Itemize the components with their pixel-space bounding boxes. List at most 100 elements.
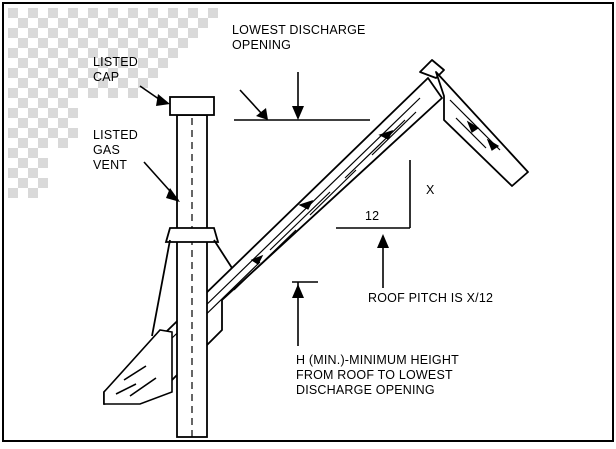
checker-cell <box>18 38 28 48</box>
checker-cell <box>88 68 98 78</box>
checker-pattern <box>8 8 218 198</box>
checker-cell <box>58 138 68 148</box>
checker-cell <box>78 58 88 68</box>
checker-cell <box>38 178 48 188</box>
checker-cell <box>98 38 108 48</box>
checker-cell <box>138 78 148 88</box>
gas-vent <box>151 96 233 438</box>
checker-cell <box>48 88 58 98</box>
label-pitch-rise: X <box>426 183 435 197</box>
label-roof-pitch: ROOF PITCH IS X/12 <box>368 291 493 305</box>
checker-cell <box>28 88 38 98</box>
checker-cell <box>28 48 38 58</box>
checker-cell <box>68 68 78 78</box>
checker-cell <box>138 38 148 48</box>
checker-cell <box>118 58 128 68</box>
rafter-lower-left <box>103 329 173 405</box>
checker-cell <box>168 28 178 38</box>
label-listed-gas-vent-3: VENT <box>93 158 127 172</box>
arrowheads <box>156 94 389 298</box>
roof-right-slope <box>435 71 529 187</box>
checker-cell <box>68 108 78 118</box>
checker-cell <box>58 118 68 128</box>
label-min-height-1: H (MIN.)-MINIMUM HEIGHT <box>296 353 459 367</box>
checker-cell <box>38 138 48 148</box>
label-listed-cap-2: CAP <box>93 70 119 84</box>
cap-arrowhead <box>156 94 170 106</box>
checker-cell <box>128 8 138 18</box>
checker-cell <box>118 38 128 48</box>
checker-cell <box>128 88 138 98</box>
checker-cell <box>8 128 18 138</box>
checker-cell <box>108 88 118 98</box>
labels: LOWEST DISCHARGE OPENING LISTED CAP LIST… <box>93 23 493 397</box>
checker-cell <box>128 28 138 38</box>
checker-cell <box>38 78 48 88</box>
flashing-left <box>151 239 171 337</box>
checker-cell <box>28 8 38 18</box>
checker-cell <box>8 68 18 78</box>
checker-cell <box>68 48 78 58</box>
vent-arrowhead <box>166 188 180 202</box>
checker-cell <box>138 18 148 28</box>
checker-cell <box>8 88 18 98</box>
checker-cell <box>58 78 68 88</box>
checker-cell <box>98 78 108 88</box>
checker-cell <box>88 48 98 58</box>
pitch-arrowhead <box>377 234 389 248</box>
checker-cell <box>58 58 68 68</box>
checker-cell <box>128 48 138 58</box>
checker-cell <box>158 38 168 48</box>
discharge-leader <box>239 89 263 115</box>
checker-cell <box>28 108 38 118</box>
checker-cell <box>8 168 18 178</box>
checker-cell <box>58 38 68 48</box>
listed-cap <box>169 96 215 116</box>
min-height-arrowhead <box>292 284 304 298</box>
checker-cell <box>98 58 108 68</box>
checker-cell <box>198 18 208 28</box>
checker-cell <box>38 38 48 48</box>
checker-cell <box>48 28 58 38</box>
checker-cell <box>148 8 158 18</box>
checker-cell <box>68 128 78 138</box>
diagram-border <box>2 2 614 442</box>
label-lowest-discharge-2: OPENING <box>232 38 291 52</box>
checker-cell <box>28 68 38 78</box>
checker-cell <box>178 18 188 28</box>
checker-cell <box>8 48 18 58</box>
checker-cell <box>168 8 178 18</box>
checker-cell <box>28 128 38 138</box>
checker-cell <box>138 58 148 68</box>
checker-cell <box>28 188 38 198</box>
checker-cell <box>18 58 28 68</box>
checker-cell <box>28 168 38 178</box>
checker-cell <box>28 28 38 38</box>
checker-cell <box>8 148 18 158</box>
checker-cell <box>18 158 28 168</box>
checker-cell <box>38 18 48 28</box>
checker-cell <box>38 98 48 108</box>
checker-cell <box>98 18 108 28</box>
checker-cell <box>68 8 78 18</box>
checker-cell <box>8 108 18 118</box>
label-min-height-3: DISCHARGE OPENING <box>296 383 435 397</box>
checker-cell <box>28 148 38 158</box>
checker-cell <box>48 68 58 78</box>
checker-cell <box>78 78 88 88</box>
checker-cell <box>58 18 68 28</box>
label-listed-gas-vent-1: LISTED <box>93 128 138 142</box>
checker-cell <box>108 8 118 18</box>
checker-cell <box>68 88 78 98</box>
checker-cell <box>88 8 98 18</box>
vent-collar <box>164 227 220 243</box>
roof-ridge-cap <box>419 59 445 79</box>
discharge-arrowhead <box>292 106 304 120</box>
checker-cell <box>8 28 18 38</box>
checker-cell <box>38 158 48 168</box>
checker-cell <box>78 18 88 28</box>
checker-cell <box>108 68 118 78</box>
checker-cell <box>48 108 58 118</box>
